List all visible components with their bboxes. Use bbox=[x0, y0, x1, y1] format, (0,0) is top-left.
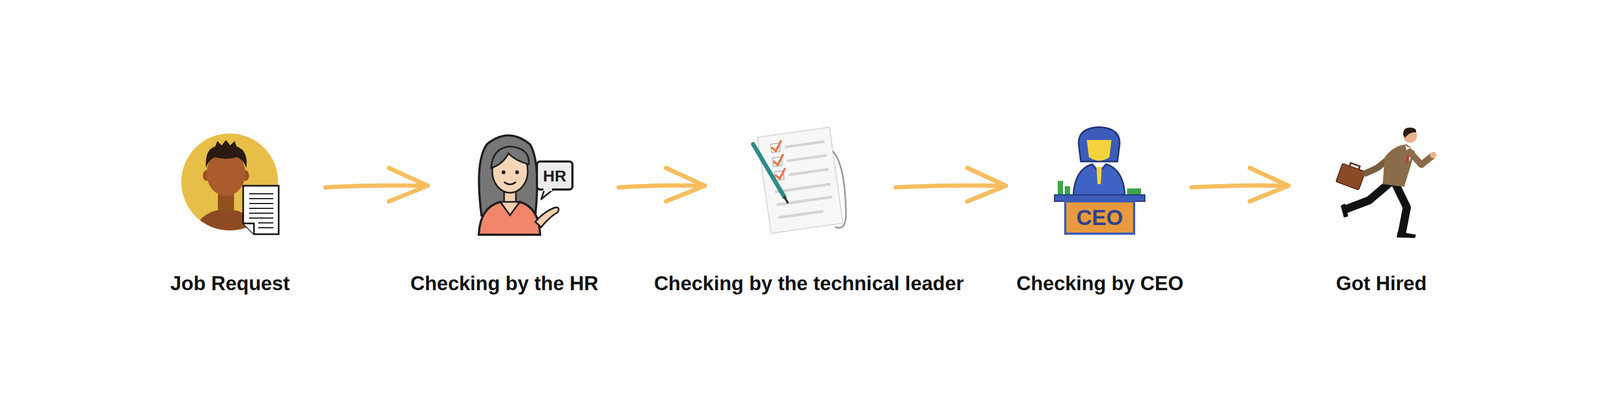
desk-text: CEO bbox=[1076, 206, 1124, 229]
arrow-shaft bbox=[618, 185, 703, 188]
arrow-shaft bbox=[1191, 185, 1287, 188]
step-node: Got Hired bbox=[1331, 126, 1432, 237]
step-node: Checking by the technical leader bbox=[747, 126, 853, 237]
arrow-head bbox=[1249, 167, 1289, 202]
hired-man-icon bbox=[1335, 127, 1437, 238]
checklist-icon bbox=[753, 126, 851, 238]
hr-icon bbox=[478, 135, 573, 236]
flow-arrow bbox=[618, 167, 705, 202]
arrow-head bbox=[666, 167, 705, 202]
arrow-shaft bbox=[895, 185, 1004, 188]
step-label: Checking by CEO bbox=[1016, 271, 1184, 296]
step-node: Job Request bbox=[177, 126, 283, 237]
flow-arrow bbox=[325, 167, 428, 202]
step-label: Got Hired bbox=[1335, 271, 1427, 296]
step-label: Checking by the HR bbox=[410, 271, 599, 296]
applicant-icon bbox=[181, 133, 279, 237]
arrow-head bbox=[967, 167, 1007, 202]
step-label: Job Request bbox=[170, 271, 290, 296]
arrow-head bbox=[388, 167, 428, 202]
arrow-shaft bbox=[325, 185, 426, 188]
bubble-text: HR bbox=[542, 167, 566, 184]
flow-arrow bbox=[895, 167, 1007, 202]
flow-arrow bbox=[1191, 167, 1289, 202]
step-label: Checking by the technical leader bbox=[654, 271, 965, 296]
ceo-icon bbox=[1054, 126, 1145, 234]
